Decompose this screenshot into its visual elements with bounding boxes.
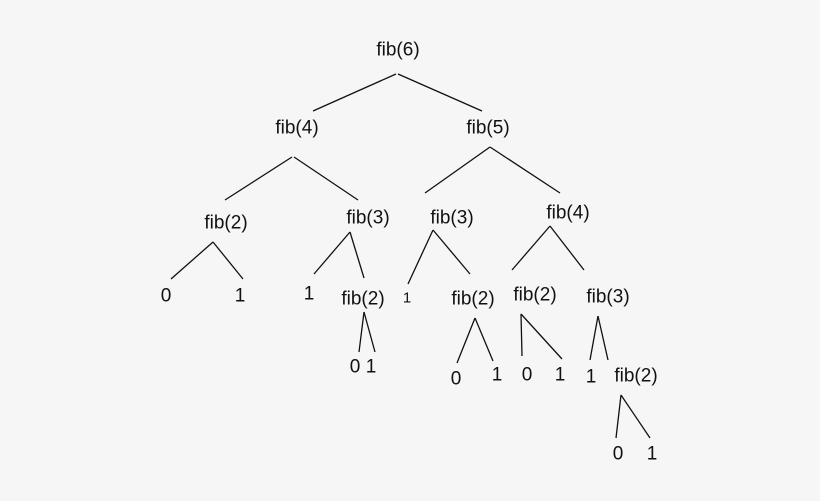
edge-n1-n3 <box>397 73 483 112</box>
edge-n6-n12 <box>407 229 434 285</box>
edge-n3-n6 <box>424 146 491 194</box>
tree-node-n5: fib(3) <box>346 207 390 229</box>
tree-node-n2: fib(4) <box>275 117 319 139</box>
tree-node-n18: 0 <box>450 368 462 390</box>
edge-n13-n19 <box>474 317 494 362</box>
edge-n14-n21 <box>520 313 563 360</box>
tree-node-n9: 1 <box>234 285 246 307</box>
tree-node-n8: 0 <box>160 285 172 307</box>
tree-node-n20: 0 <box>521 364 533 386</box>
edge-n15-n23 <box>597 315 609 361</box>
tree-node-n16: 0 <box>349 356 361 378</box>
tree-node-n1: fib(6) <box>376 39 420 61</box>
edge-n11-n17 <box>363 311 376 353</box>
tree-node-n13: fib(2) <box>451 288 495 310</box>
tree-node-n23: fib(2) <box>614 365 658 387</box>
tree-node-n11: fib(2) <box>341 288 385 310</box>
tree-node-n24: 0 <box>612 443 624 465</box>
edge-n13-n18 <box>456 317 476 364</box>
tree-node-n7: fib(4) <box>546 202 590 224</box>
edge-n5-n11 <box>349 231 365 279</box>
edge-n3-n7 <box>489 146 561 194</box>
edge-n23-n24 <box>615 394 622 439</box>
tree-node-n10: 1 <box>303 283 315 305</box>
edge-n11-n16 <box>358 311 365 353</box>
edge-n2-n4 <box>224 156 293 201</box>
edge-n1-n2 <box>312 73 397 112</box>
tree-node-n25: 1 <box>646 443 658 465</box>
tree-node-n4: fib(2) <box>204 212 248 234</box>
tree-node-n15: fib(3) <box>586 286 630 308</box>
tree-node-n14: fib(2) <box>513 284 557 306</box>
edge-n7-n14 <box>511 225 551 271</box>
edge-n6-n13 <box>432 229 471 275</box>
tree-node-n3: fib(5) <box>466 117 510 139</box>
tree-node-n6: fib(3) <box>430 207 474 229</box>
edge-n5-n10 <box>313 231 351 275</box>
edge-n15-n22 <box>589 315 599 361</box>
edge-n7-n15 <box>549 225 585 271</box>
edge-n4-n8 <box>170 241 214 280</box>
edge-n2-n5 <box>293 156 359 201</box>
tree-node-n17: 1 <box>365 356 377 378</box>
tree-node-n21: 1 <box>554 364 566 386</box>
edge-n23-n25 <box>620 394 651 439</box>
tree-node-n12: 1 <box>402 289 412 307</box>
edge-n4-n9 <box>212 241 244 280</box>
tree-node-n19: 1 <box>491 364 503 386</box>
tree-node-n22: 1 <box>585 366 597 388</box>
edge-n14-n20 <box>520 313 523 357</box>
